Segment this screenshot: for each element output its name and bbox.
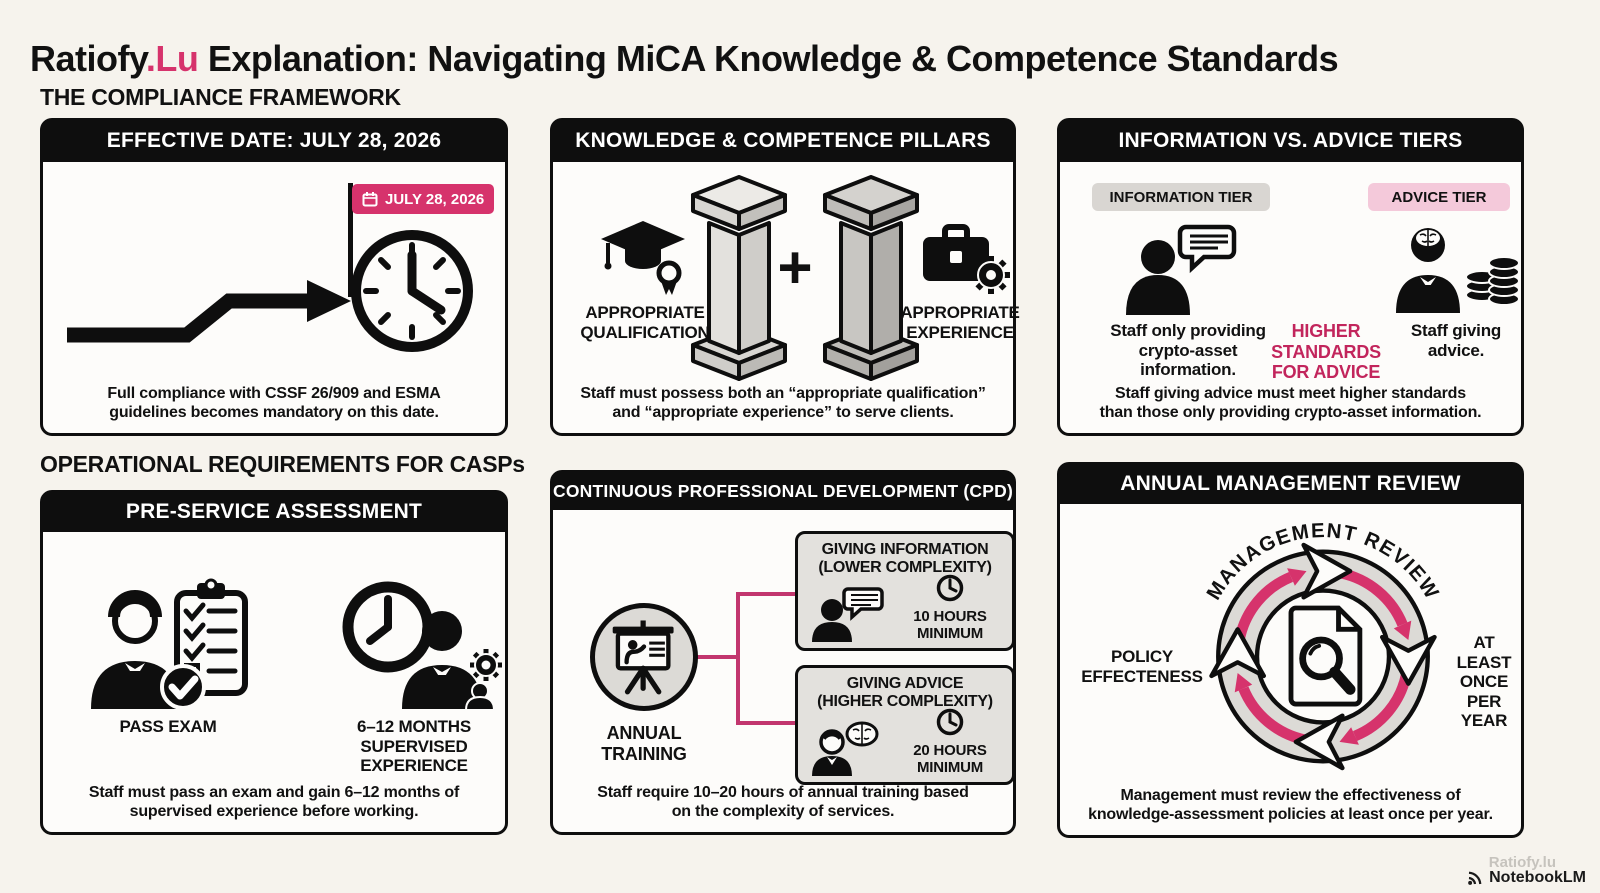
- notebooklm-credit: NotebookLM: [1466, 869, 1586, 887]
- presentation-board-icon: [612, 620, 674, 695]
- panel-pre-service-caption: Staff must pass an exam and gain 6–12 mo…: [88, 783, 460, 821]
- panel-tiers-caption: Staff giving advice must meet higher sta…: [1099, 384, 1482, 422]
- supervised-experience-label: 6–12 MONTHS SUPERVISED EXPERIENCE: [356, 717, 471, 776]
- giving-advice-box: GIVING ADVICE (HIGHER COMPLEXITY) 20 HOU…: [795, 665, 1015, 785]
- panel-pre-service: PRE-SERVICE ASSESSMENT PASS EXAM: [40, 490, 508, 835]
- hours-block: 10 HOURS MINIMUM: [898, 573, 1002, 643]
- information-tier-text: Staff only providing crypto-asset inform…: [1110, 321, 1266, 380]
- panel-cpd-caption: Staff require 10–20 hours of annual trai…: [597, 783, 969, 821]
- higher-standards-text: HIGHER STANDARDS FOR ADVICE: [1271, 321, 1381, 383]
- briefcase-gear-icon: [923, 224, 1010, 294]
- plus-sign: +: [777, 234, 813, 301]
- information-hours-label: 10 HOURS MINIMUM: [913, 607, 987, 642]
- calendar-icon: [362, 192, 378, 207]
- timeline-arrow-icon: [67, 280, 351, 343]
- gear-icon: [470, 649, 502, 681]
- experience-label: APPROPRIATE EXPERIENCE: [900, 303, 1020, 342]
- pass-exam-icon: [91, 578, 248, 710]
- ratiofy-watermark: Ratiofy.lu: [1488, 854, 1556, 871]
- giving-information-title: GIVING INFORMATION (LOWER COMPLEXITY): [818, 541, 992, 576]
- giving-advice-title: GIVING ADVICE (HIGHER COMPLEXITY): [817, 675, 993, 710]
- once-per-year-label: AT LEAST ONCE PER YEAR: [1456, 633, 1512, 731]
- pass-exam-label: PASS EXAM: [119, 717, 217, 736]
- cycle-pink-arrow: [1339, 567, 1412, 641]
- connector-vertical: [736, 592, 740, 725]
- panel-pillars-header: KNOWLEDGE & COMPETENCE PILLARS: [552, 120, 1014, 162]
- advice-hours-label: 20 HOURS MINIMUM: [913, 741, 987, 776]
- section-operational-requirements: OPERATIONAL REQUIREMENTS FOR CASPs: [40, 451, 525, 477]
- cycle-big-arrow: [1301, 542, 1353, 600]
- panel-management-review-caption: Management must review the effectiveness…: [1088, 786, 1493, 824]
- connector-hub: [696, 655, 740, 659]
- brand-name: Ratiofy: [30, 38, 146, 80]
- advice-tier-badge: ADVICE TIER: [1368, 183, 1510, 211]
- person-brain-icon: [812, 721, 879, 776]
- document-magnifier-icon: [1288, 605, 1363, 707]
- panel-tiers-header: INFORMATION VS. ADVICE TIERS: [1059, 120, 1522, 162]
- panel-pillars: KNOWLEDGE & COMPETENCE PILLARS APPROPRIA…: [550, 118, 1020, 436]
- connector-top: [736, 592, 796, 596]
- notebooklm-label: NotebookLM: [1489, 869, 1586, 886]
- pillar-experience: [823, 175, 919, 381]
- policy-effectiveness-label: POLICY EFFECTENESS: [1081, 647, 1203, 686]
- section-compliance-framework: THE COMPLIANCE FRAMEWORK: [40, 84, 401, 110]
- panel-management-review: ANNUAL MANAGEMENT REVIEW MANAGEMENT REVI…: [1057, 462, 1524, 838]
- panel-effective-date-header: EFFECTIVE DATE: JULY 28, 2026: [42, 120, 506, 162]
- person-speech-bubble-icon: [1126, 224, 1237, 315]
- panel-pillars-caption: Staff must possess both an “appropriate …: [580, 384, 986, 422]
- advisor-brain-coins-icon: [1396, 228, 1520, 313]
- coin-stack-icon: [1465, 256, 1520, 306]
- clock-icon: [936, 574, 964, 601]
- review-cycle-diagram: MANAGEMENT REVIEW: [1203, 520, 1442, 802]
- giving-information-box: GIVING INFORMATION (LOWER COMPLEXITY) 10…: [795, 531, 1015, 651]
- panel-tiers: INFORMATION VS. ADVICE TIERS INFORMATION…: [1057, 118, 1524, 436]
- pillar-qualification: [691, 175, 787, 381]
- gear-icon: [972, 256, 1010, 294]
- annual-training-hub: [590, 603, 698, 711]
- hours-block: 20 HOURS MINIMUM: [898, 707, 1002, 777]
- brand-suffix: .Lu: [145, 38, 199, 80]
- flag-pole: [348, 183, 353, 297]
- page-title: Ratiofy.Lu Explanation: Navigating MiCA …: [30, 38, 1339, 80]
- date-flag-label: JULY 28, 2026: [385, 190, 485, 208]
- panel-cpd-header: CONTINUOUS PROFESSIONAL DEVELOPMENT (CPD…: [552, 472, 1014, 510]
- supervised-experience-icon: [342, 581, 502, 711]
- clock-icon: [351, 230, 473, 352]
- connector-bottom: [736, 721, 796, 725]
- advice-tier-text: Staff giving advice.: [1410, 321, 1502, 360]
- person-speech-bubble-icon: [812, 587, 884, 642]
- notebooklm-logo-icon: [1468, 871, 1482, 885]
- clock-icon: [936, 708, 964, 735]
- qualification-label: APPROPRIATE QUALIFICATION: [580, 303, 710, 342]
- panel-effective-date: EFFECTIVE DATE: JULY 28, 2026 JULY 28, 2…: [40, 118, 508, 436]
- panel-cpd: CONTINUOUS PROFESSIONAL DEVELOPMENT (CPD…: [550, 470, 1016, 835]
- panel-effective-date-caption: Full compliance with CSSF 26/909 and ESM…: [107, 384, 441, 422]
- date-flag-badge: JULY 28, 2026: [352, 184, 495, 214]
- graduation-cap-icon: [601, 221, 685, 295]
- panel-management-review-header: ANNUAL MANAGEMENT REVIEW: [1059, 464, 1522, 504]
- information-tier-badge: INFORMATION TIER: [1092, 183, 1270, 211]
- title-rest: Explanation: Navigating MiCA Knowledge &…: [198, 38, 1339, 80]
- panel-pre-service-header: PRE-SERVICE ASSESSMENT: [42, 492, 506, 532]
- annual-training-label: ANNUAL TRAINING: [601, 723, 687, 764]
